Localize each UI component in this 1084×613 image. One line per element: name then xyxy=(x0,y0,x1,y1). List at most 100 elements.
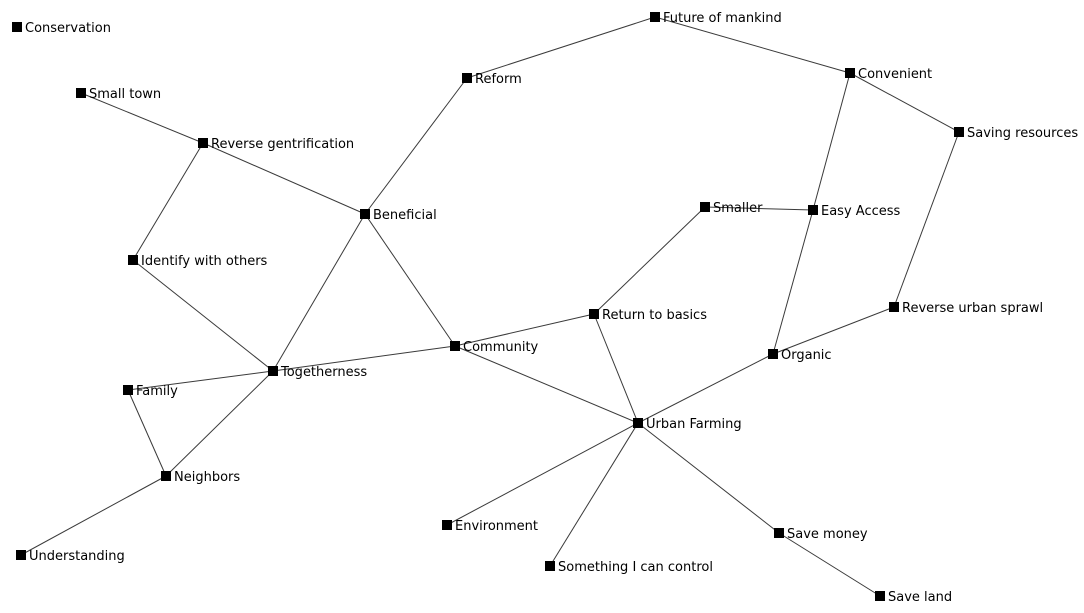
node-conservation: Conservation xyxy=(12,21,111,36)
node-marker-beneficial xyxy=(360,209,370,219)
node-label-smaller: Smaller xyxy=(713,201,763,216)
node-something-i-can-control: Something I can control xyxy=(545,560,713,575)
edge-urban-farming-to-environment xyxy=(446,422,639,526)
node-marker-reverse-gentrification xyxy=(198,138,208,148)
node-marker-organic xyxy=(768,349,778,359)
node-label-neighbors: Neighbors xyxy=(174,470,240,485)
node-marker-identify-with-others xyxy=(128,255,138,265)
node-label-beneficial: Beneficial xyxy=(373,208,437,223)
node-reverse-urban-sprawl: Reverse urban sprawl xyxy=(889,301,1043,316)
node-marker-togetherness xyxy=(268,366,278,376)
node-label-convenient: Convenient xyxy=(858,67,932,82)
node-beneficial: Beneficial xyxy=(360,208,437,223)
edge-reverse-gentrification-to-beneficial xyxy=(202,142,366,215)
node-label-identify-with-others: Identify with others xyxy=(141,254,268,269)
node-label-community: Community xyxy=(463,340,539,355)
node-smaller: Smaller xyxy=(700,201,763,216)
edge-reform-to-future-of-mankind xyxy=(466,16,656,79)
node-label-togetherness: Togetherness xyxy=(280,365,367,380)
node-reform: Reform xyxy=(462,72,522,87)
edge-neighbors-to-understanding xyxy=(20,475,167,556)
node-community: Community xyxy=(450,340,539,355)
edge-community-to-urban-farming xyxy=(454,345,639,424)
node-marker-environment xyxy=(442,520,452,530)
edge-togetherness-to-family xyxy=(127,370,274,391)
node-marker-convenient xyxy=(845,68,855,78)
node-label-saving-resources: Saving resources xyxy=(967,126,1078,141)
node-label-save-money: Save money xyxy=(787,527,868,542)
edge-save-money-to-save-land xyxy=(778,532,881,597)
node-neighbors: Neighbors xyxy=(161,470,240,485)
node-saving-resources: Saving resources xyxy=(954,126,1078,141)
node-label-reverse-gentrification: Reverse gentrification xyxy=(211,137,354,152)
node-marker-something-i-can-control xyxy=(545,561,555,571)
node-marker-save-money xyxy=(774,528,784,538)
node-organic: Organic xyxy=(768,348,832,363)
node-label-urban-farming: Urban Farming xyxy=(646,417,742,432)
node-marker-save-land xyxy=(875,591,885,601)
edge-convenient-to-saving-resources xyxy=(849,72,960,133)
edge-family-to-neighbors xyxy=(127,389,167,477)
edge-small-town-to-reverse-gentrification xyxy=(80,92,204,144)
node-label-organic: Organic xyxy=(781,348,832,363)
node-marker-easy-access xyxy=(808,205,818,215)
node-label-family: Family xyxy=(136,384,178,399)
node-marker-small-town xyxy=(76,88,86,98)
node-marker-community xyxy=(450,341,460,351)
node-save-land: Save land xyxy=(875,590,952,605)
edge-return-to-basics-to-urban-farming xyxy=(593,313,639,424)
edge-urban-farming-to-something-i-can-control xyxy=(549,422,639,567)
node-marker-saving-resources xyxy=(954,127,964,137)
edge-urban-farming-to-save-money xyxy=(637,422,780,534)
edge-return-to-basics-to-community xyxy=(454,313,595,347)
edge-reform-to-beneficial xyxy=(364,77,468,215)
node-return-to-basics: Return to basics xyxy=(589,308,707,323)
node-label-save-land: Save land xyxy=(888,590,952,605)
node-marker-urban-farming xyxy=(633,418,643,428)
edge-organic-to-urban-farming xyxy=(637,353,774,424)
node-label-small-town: Small town xyxy=(89,87,161,102)
edge-smaller-to-return-to-basics xyxy=(593,206,706,315)
node-marker-family xyxy=(123,385,133,395)
node-togetherness: Togetherness xyxy=(268,365,367,380)
edge-convenient-to-easy-access xyxy=(812,72,851,211)
node-marker-future-of-mankind xyxy=(650,12,660,22)
node-marker-reverse-urban-sprawl xyxy=(889,302,899,312)
node-urban-farming: Urban Farming xyxy=(633,417,742,432)
node-label-understanding: Understanding xyxy=(29,549,125,564)
node-environment: Environment xyxy=(442,519,538,534)
node-small-town: Small town xyxy=(76,87,161,102)
node-marker-conservation xyxy=(12,22,22,32)
node-label-something-i-can-control: Something I can control xyxy=(558,560,713,575)
edge-future-of-mankind-to-convenient xyxy=(654,16,851,74)
node-label-easy-access: Easy Access xyxy=(821,204,901,219)
edge-beneficial-to-community xyxy=(364,213,456,347)
node-reverse-gentrification: Reverse gentrification xyxy=(198,137,354,152)
node-identify-with-others: Identify with others xyxy=(128,254,268,269)
node-label-reform: Reform xyxy=(475,72,522,87)
node-marker-understanding xyxy=(16,550,26,560)
node-save-money: Save money xyxy=(774,527,868,542)
edge-smaller-to-easy-access xyxy=(704,206,814,211)
node-understanding: Understanding xyxy=(16,549,125,564)
edge-beneficial-to-togetherness xyxy=(272,213,366,372)
node-label-return-to-basics: Return to basics xyxy=(602,308,707,323)
node-label-reverse-urban-sprawl: Reverse urban sprawl xyxy=(902,301,1043,316)
node-label-future-of-mankind: Future of mankind xyxy=(663,11,782,26)
node-marker-smaller xyxy=(700,202,710,212)
node-convenient: Convenient xyxy=(845,67,932,82)
edge-reverse-urban-sprawl-to-organic xyxy=(772,306,895,355)
node-future-of-mankind: Future of mankind xyxy=(650,11,782,26)
node-family: Family xyxy=(123,384,178,399)
edge-community-to-togetherness xyxy=(272,345,456,372)
edge-identify-with-others-to-togetherness xyxy=(132,259,274,372)
edge-reverse-gentrification-to-identify-with-others xyxy=(132,142,204,261)
node-label-conservation: Conservation xyxy=(25,21,111,36)
edge-togetherness-to-neighbors xyxy=(165,370,274,477)
node-label-environment: Environment xyxy=(455,519,538,534)
node-marker-neighbors xyxy=(161,471,171,481)
edge-saving-resources-to-reverse-urban-sprawl xyxy=(893,131,960,308)
edge-layer xyxy=(20,16,960,597)
